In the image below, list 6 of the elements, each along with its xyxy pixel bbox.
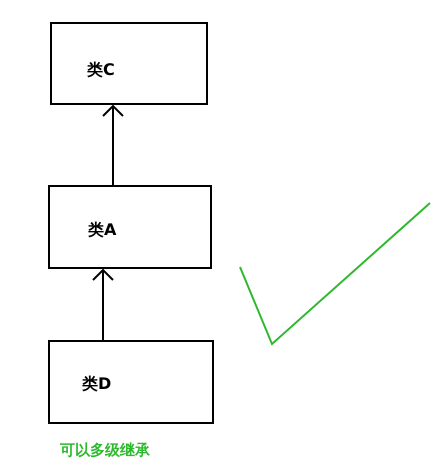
class-box: 类D <box>48 340 214 424</box>
class-box: 类C <box>50 22 208 105</box>
arrow <box>92 269 114 340</box>
class-box: 类A <box>48 185 212 269</box>
arrow <box>102 105 124 185</box>
note-text: 可以多级继承 <box>60 441 150 460</box>
